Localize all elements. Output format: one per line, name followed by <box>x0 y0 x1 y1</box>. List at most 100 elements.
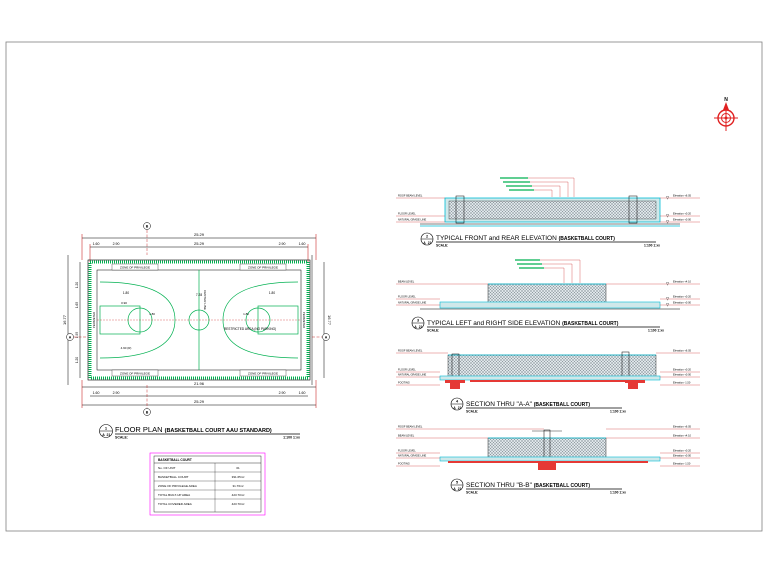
view-num-1: 1 <box>105 426 108 431</box>
title-front-rear-elevation: 2 A 21 TYPICAL FRONT and REAR ELEVATION … <box>420 232 660 248</box>
zone-label-1: ZONE OF PRIVILEGE <box>120 266 150 270</box>
key-dim-2: 7.28 <box>196 293 202 297</box>
side-label-left: PERIMETER <box>92 312 96 328</box>
svg-text:▽: ▽ <box>666 213 670 218</box>
view-title-5: SECTION THRU "B-B" (BASKETBALL COURT) <box>466 482 590 489</box>
svg-text:Elevation +6.05: Elevation +6.05 <box>673 425 692 429</box>
svg-text:Elevation +0.20: Elevation +0.20 <box>673 212 692 216</box>
view-title-1: FLOOR PLAN (BASKETBALL COURT AAU STANDAR… <box>115 425 272 434</box>
north-label: N <box>724 97 728 103</box>
svg-text:B: B <box>146 225 149 229</box>
svg-text:▽: ▽ <box>666 219 670 224</box>
svg-text:NATURAL GRADE LINE: NATURAL GRADE LINE <box>398 454 427 458</box>
schedule-row-5-label: TOTAL COVERED AREA <box>158 502 192 506</box>
dim-side-bottom-2: 2.90 <box>113 391 120 395</box>
dim-overall-width: 25.29 <box>194 232 205 237</box>
svg-text:Elevation -1.50: Elevation -1.50 <box>673 381 691 385</box>
section-mark-b-top: B <box>143 222 151 230</box>
schedule-row-4-label: TOTAL BUILT-UP AREA <box>158 493 190 497</box>
key-dim-1: 1.80 <box>123 291 129 295</box>
schedule-row-1-label: No. OF UNIT <box>158 466 176 470</box>
svg-text:▽: ▽ <box>666 302 670 307</box>
svg-text:B: B <box>146 411 149 415</box>
perimeter-outer <box>87 259 311 381</box>
restricted-label: RESTRICTED AREA (NO PARKING) <box>224 327 276 331</box>
svg-text:SCALE:: SCALE: <box>466 410 478 414</box>
schedule-row-4-value: 423.70m² <box>232 493 245 497</box>
view-title-4: SECTION THRU "A-A" (BASKETBALL COURT) <box>466 401 590 408</box>
svg-text:Elevation +0.20: Elevation +0.20 <box>673 368 692 372</box>
zone-label-4: ZONE OF PRIVILEGE <box>248 372 278 376</box>
svg-text:SCALE:: SCALE: <box>427 329 439 333</box>
schedule-row-5-value: 423.70m² <box>232 502 245 506</box>
svg-text:21: 21 <box>458 487 462 491</box>
svg-text:▽: ▽ <box>666 296 670 301</box>
dim-inner-width-bottom: 21.96 <box>194 381 205 386</box>
section-mark-b-bottom: B <box>143 408 151 416</box>
svg-text:Elevation +0.00: Elevation +0.00 <box>673 301 692 305</box>
schedule-row-3-value: 31.76m² <box>232 484 243 488</box>
svg-text:FOOTING: FOOTING <box>398 381 410 385</box>
schedule-row-3-label: ZONE OF PRIVILEGE AREA <box>158 484 197 488</box>
svg-text:A: A <box>423 241 426 245</box>
small-dim-2: 1.80 <box>243 312 249 316</box>
section-a-a: ROOF BEAM LEVEL FLOOR LEVEL NATURAL GRAD… <box>396 349 700 389</box>
title-section-b-b: 5 A 21 SECTION THRU "B-B" (BASKETBALL CO… <box>450 478 626 495</box>
view-title-2: TYPICAL FRONT and REAR ELEVATION (BASKET… <box>436 235 615 242</box>
dim-height-right: 16.77 <box>327 315 332 326</box>
svg-text:Elevation +0.00: Elevation +0.00 <box>673 218 692 222</box>
dim-side-bottom-1: 1.60 <box>93 391 100 395</box>
svg-text:SCALE:: SCALE: <box>436 244 448 248</box>
schedule-row-2-label: BASKETBALL COURT <box>158 475 189 479</box>
key-dim-3: 1.80 <box>269 291 275 295</box>
section-mark-a-right: A <box>322 333 330 341</box>
left-right-elevation: BEAM LEVEL FLOOR LEVEL NATURAL GRADE LIN… <box>396 259 700 310</box>
zone-label-2: ZONE OF PRIVILEGE <box>248 266 278 270</box>
view-num-4: 4 <box>456 400 459 404</box>
svg-text:▽: ▽ <box>666 281 670 286</box>
view-title-3: TYPICAL LEFT and RIGHT SIDE ELEVATION (B… <box>427 320 619 327</box>
dim-left-4: 1.20 <box>75 357 79 363</box>
schedule-row-1-value: 01 <box>236 466 240 470</box>
svg-text:Elevation +0.20: Elevation +0.20 <box>673 295 692 299</box>
svg-text:A: A <box>102 433 105 437</box>
svg-text:1:100 1:xx: 1:100 1:xx <box>610 491 626 495</box>
title-floor-plan: 1 A 21 FLOOR PLAN (BASKETBALL COURT AAU … <box>99 424 300 440</box>
svg-text:Elevation +6.05: Elevation +6.05 <box>673 349 692 353</box>
svg-text:Elevation +0.20: Elevation +0.20 <box>673 449 692 453</box>
svg-text:BEAM LEVEL: BEAM LEVEL <box>398 434 415 438</box>
svg-text:FOOTING: FOOTING <box>398 462 410 466</box>
small-dim-1: 1.80 <box>149 312 155 316</box>
dim-side-top-1: 1.60 <box>93 242 100 246</box>
svg-text:FLOOR LEVEL: FLOOR LEVEL <box>398 212 416 216</box>
floor-plan: 25.29 25.29 21.96 25.29 1.60 2.90 2.90 1… <box>62 222 332 416</box>
dim-side-bottom-4: 1.60 <box>299 391 306 395</box>
svg-text:ROOF BEAM LEVEL: ROOF BEAM LEVEL <box>398 425 423 429</box>
dim-side-top-3: 2.90 <box>279 242 286 246</box>
front-rear-elevation: ROOF BEAM LEVEL FLOOR LEVEL NATURAL GRAD… <box>396 177 700 227</box>
view-num-3: 3 <box>417 319 419 323</box>
svg-text:1:100 1:xx: 1:100 1:xx <box>648 329 664 333</box>
schedule-header: BASKETBALL COURT <box>158 458 192 462</box>
north-arrow-icon: N <box>714 97 738 131</box>
svg-text:Elevation +4.10: Elevation +4.10 <box>673 434 692 438</box>
svg-text:21: 21 <box>107 433 111 437</box>
section-mark-a-left: A <box>66 333 74 341</box>
dim-overall-width-bottom: 25.29 <box>194 399 205 404</box>
dim-side-top-4: 1.60 <box>299 242 306 246</box>
svg-text:SCALE:: SCALE: <box>115 436 128 440</box>
svg-text:Elevation +6.05: Elevation +6.05 <box>673 194 692 198</box>
svg-text:FLOOR LEVEL: FLOOR LEVEL <box>398 295 416 299</box>
schedule-row-2-value: 391.65m² <box>232 475 245 479</box>
svg-text:FLOOR LEVEL: FLOOR LEVEL <box>398 368 416 372</box>
perimeter-hatch <box>88 260 310 380</box>
view-num-5: 5 <box>456 481 458 485</box>
title-section-a-a: 4 A 21 SECTION THRU "A-A" (BASKETBALL CO… <box>450 397 626 414</box>
svg-text:1:100 1:xx: 1:100 1:xx <box>610 410 626 414</box>
dim-left-3: 1.95 <box>75 332 79 338</box>
dim-left-1: 1.20 <box>75 282 79 288</box>
small-dim-4: 4.90 (R) <box>121 346 132 350</box>
svg-text:ROOF BEAM LEVEL: ROOF BEAM LEVEL <box>398 349 423 353</box>
svg-text:FLOOR LEVEL: FLOOR LEVEL <box>398 449 416 453</box>
